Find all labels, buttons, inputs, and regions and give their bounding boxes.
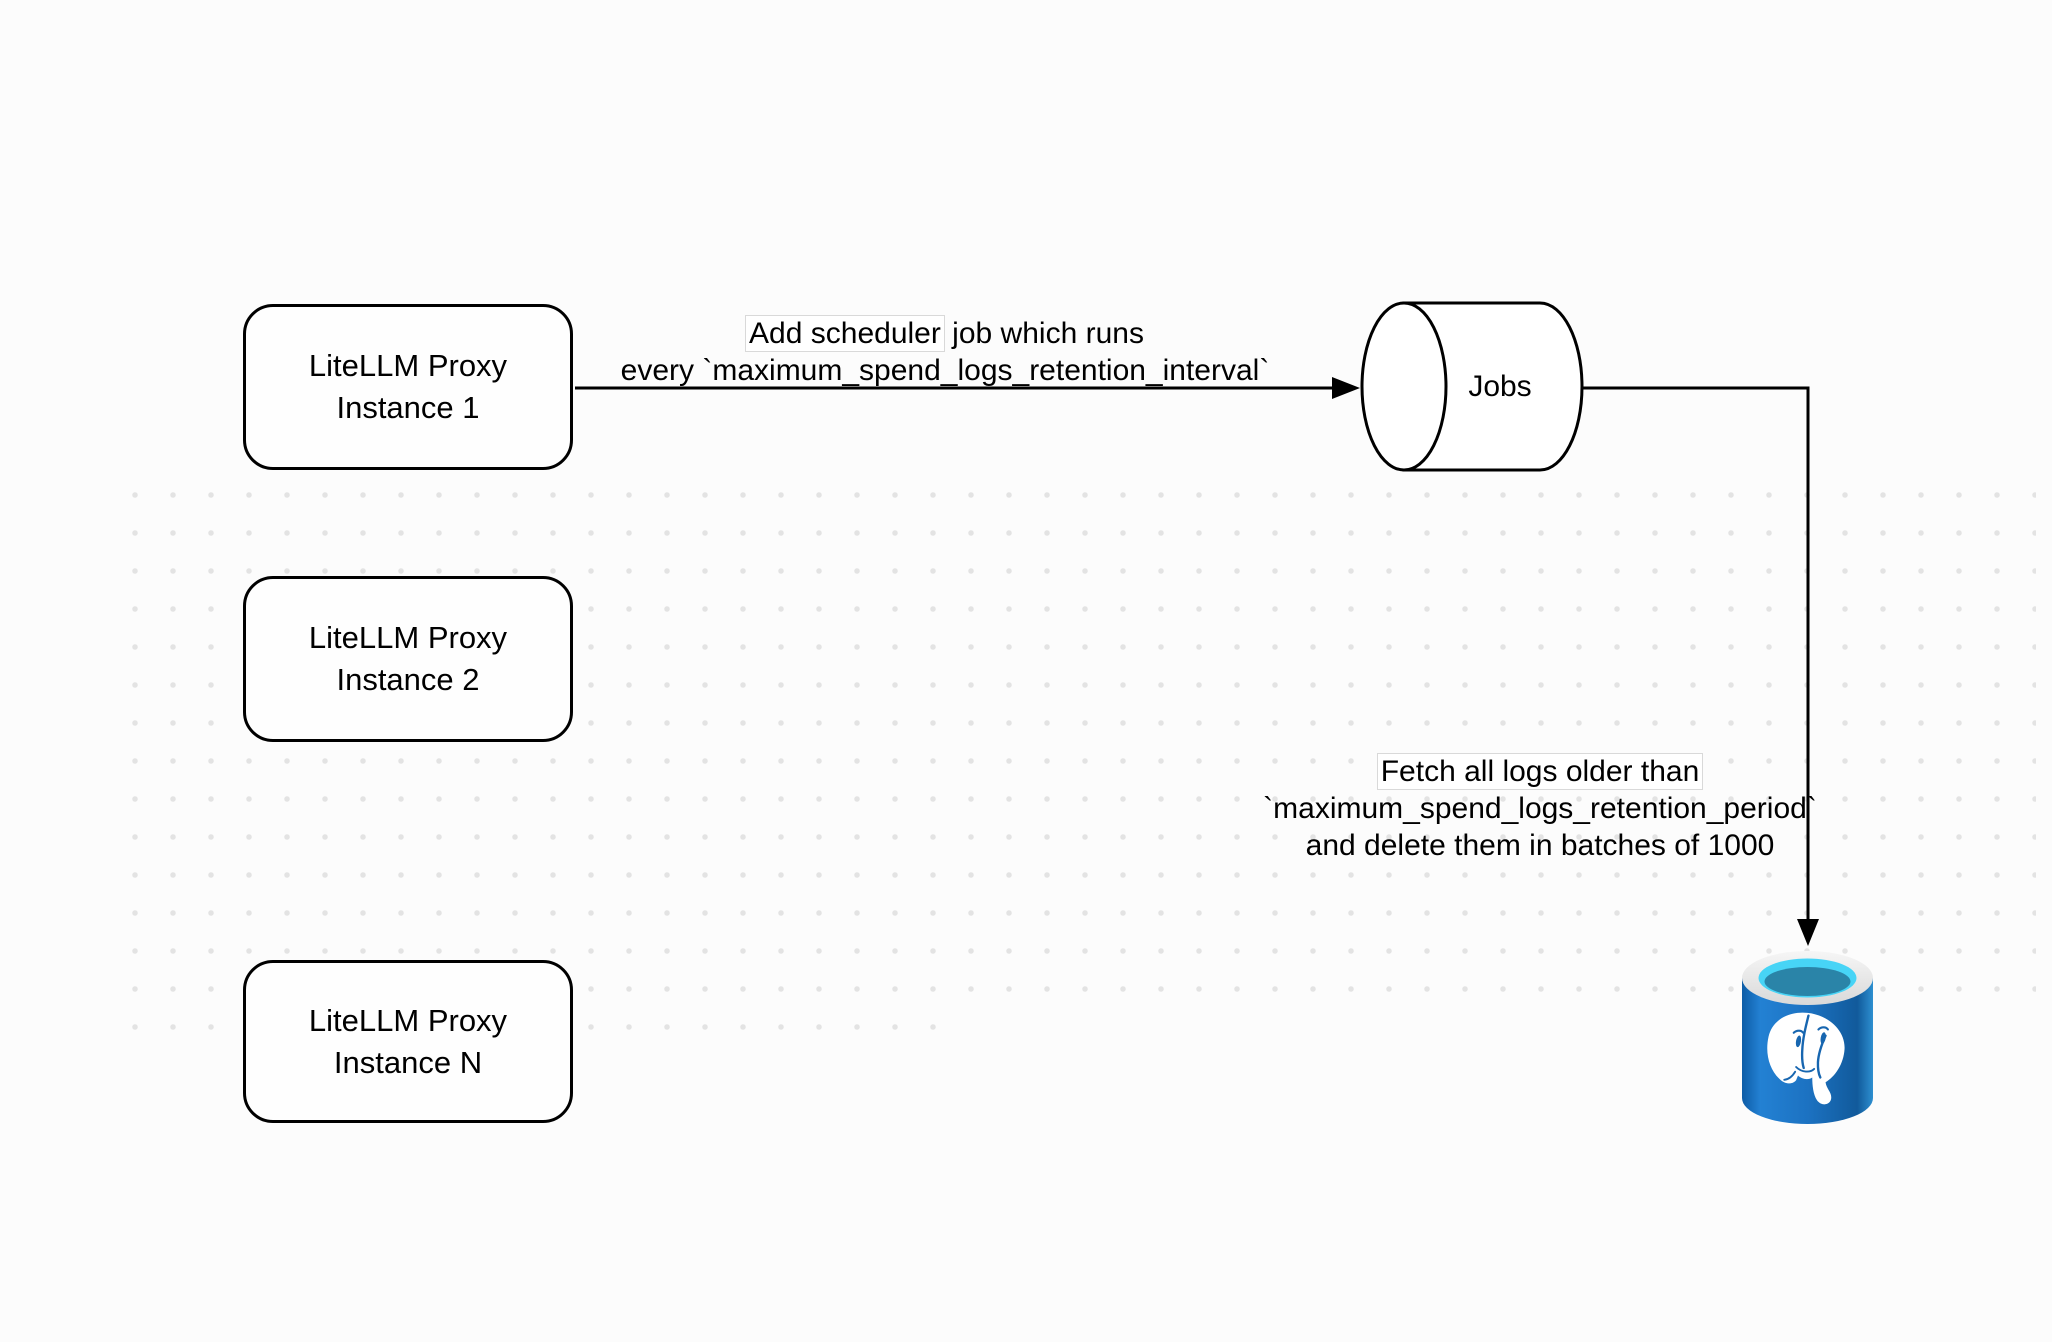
node-litellm-proxy-instance-n: LiteLLM Proxy Instance N	[243, 960, 573, 1123]
edge-label-line: Add scheduler job which runs	[595, 315, 1295, 352]
edge-label-highlight: Add scheduler	[746, 316, 944, 351]
node-label-line: Instance 2	[336, 662, 480, 697]
edge-label-line: `maximum_spend_logs_retention_period`	[1263, 792, 1817, 825]
edge-jobs-to-postgres	[1582, 386, 1810, 921]
dot-grid-background	[116, 476, 2036, 1046]
jobs-queue-cylinder-icon	[1360, 301, 1584, 472]
postgres-cylinder-water-shadow	[1764, 967, 1851, 996]
node-label-line: LiteLLM Proxy	[308, 348, 508, 383]
node-label-line: Instance N	[333, 1044, 483, 1080]
node-label-line: Instance 1	[336, 390, 480, 425]
jobs-queue-label: Jobs	[1468, 370, 1532, 403]
postgresql-database-icon	[1742, 951, 1873, 1124]
edge-label-line: every `maximum_spend_logs_retention_inte…	[620, 354, 1270, 387]
node-litellm-proxy-instance-2: LiteLLM Proxy Instance 2	[243, 576, 573, 742]
arrowhead-into-postgres-icon	[1797, 919, 1819, 946]
node-litellm-proxy-instance-1: LiteLLM Proxy Instance 1	[243, 304, 573, 470]
edge-label-text: job which runs	[943, 317, 1144, 350]
arrowhead-into-jobs-icon	[1332, 377, 1360, 399]
edge-label-fetch-delete-logs: Fetch all logs older than `maximum_spend…	[1240, 753, 1840, 864]
edge-label-scheduler-job: Add scheduler job which runs every `maxi…	[595, 315, 1295, 389]
node-label-line: LiteLLM Proxy	[308, 620, 508, 655]
edge-label-line: Fetch all logs older than	[1240, 753, 1840, 790]
edge-label-highlight: Fetch all logs older than	[1377, 754, 1703, 789]
edge-label-line: and delete them in batches of 1000	[1305, 829, 1775, 862]
postgres-elephant-logo	[1767, 1012, 1845, 1105]
node-label-line: LiteLLM Proxy	[308, 1002, 508, 1038]
